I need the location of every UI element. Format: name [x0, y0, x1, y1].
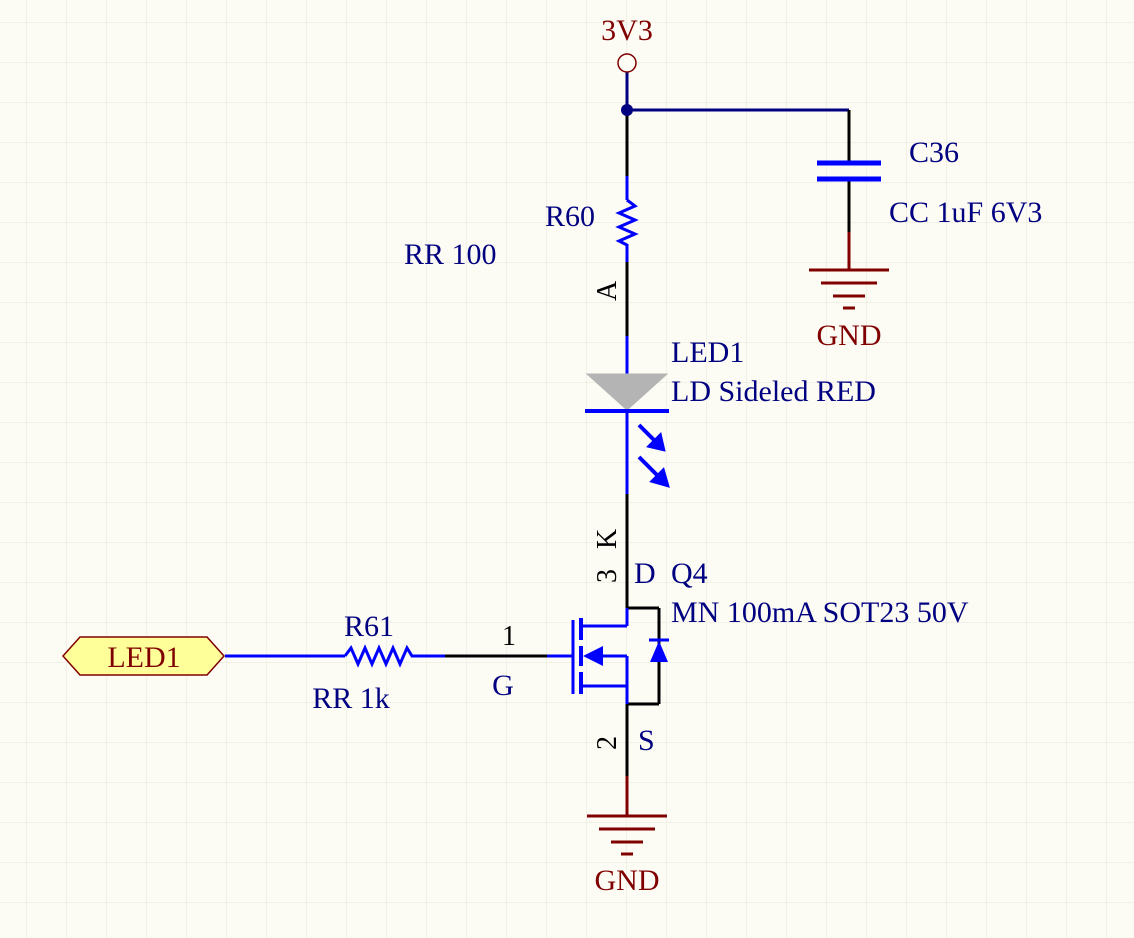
- capacitor-c36[interactable]: C36 CC 1uF 6V3: [817, 136, 1042, 229]
- led-value: LD Sideled RED: [671, 375, 876, 408]
- ground-symbol-cap[interactable]: [809, 232, 889, 310]
- led-pin-cathode: K: [592, 529, 623, 549]
- led-triangle: [585, 373, 669, 411]
- mosfet-pin-drain-name: D: [634, 557, 656, 590]
- power-port-3v3[interactable]: 3V3: [601, 14, 653, 73]
- resistor-r61[interactable]: R61 RR 1k: [312, 610, 425, 715]
- mosfet-value: MN 100mA SOT23 50V: [671, 596, 969, 629]
- port-label: LED1: [107, 641, 180, 674]
- power-circle: [617, 53, 637, 73]
- led-led1[interactable]: A LED1 LD Sideled RED K: [585, 280, 876, 549]
- resistor-designator: R60: [545, 200, 595, 233]
- capacitor-designator: C36: [909, 136, 959, 169]
- mosfet-symbol: [547, 608, 669, 704]
- led-pin-anode: A: [592, 280, 623, 301]
- ground-symbol-fet[interactable]: [587, 776, 667, 856]
- resistor-designator: R61: [344, 610, 394, 643]
- mosfet-q4[interactable]: 3 D Q4 MN 100mA SOT23 50V 1 G 2 S: [492, 557, 969, 757]
- resistor-zigzag: [615, 198, 639, 247]
- pin-tips: [225, 176, 629, 658]
- mosfet-pin-gate-number: 1: [502, 621, 516, 652]
- mosfet-designator: Q4: [671, 557, 708, 590]
- mosfet-pin-drain-number: 3: [592, 569, 623, 583]
- mosfet-pin-source-number: 2: [592, 736, 623, 750]
- resistor-r60[interactable]: R60 RR 100: [404, 198, 639, 271]
- power-net-label: 3V3: [601, 14, 653, 47]
- resistor-value: RR 100: [404, 238, 497, 271]
- resistor-value: RR 1k: [312, 682, 390, 715]
- capacitor-value: CC 1uF 6V3: [889, 196, 1042, 229]
- led-emission-arrows: [637, 423, 670, 488]
- port-shape: [61, 636, 226, 676]
- ground-label-cap: GND: [817, 319, 882, 352]
- junction-dot: [621, 104, 633, 116]
- led-designator: LED1: [671, 336, 744, 369]
- mosfet-pin-gate-name: G: [492, 669, 514, 702]
- ground-label-fet: GND: [595, 864, 660, 897]
- mosfet-pin-source-name: S: [638, 724, 655, 757]
- resistor-zigzag: [343, 644, 425, 668]
- port-led1[interactable]: LED1: [61, 636, 226, 676]
